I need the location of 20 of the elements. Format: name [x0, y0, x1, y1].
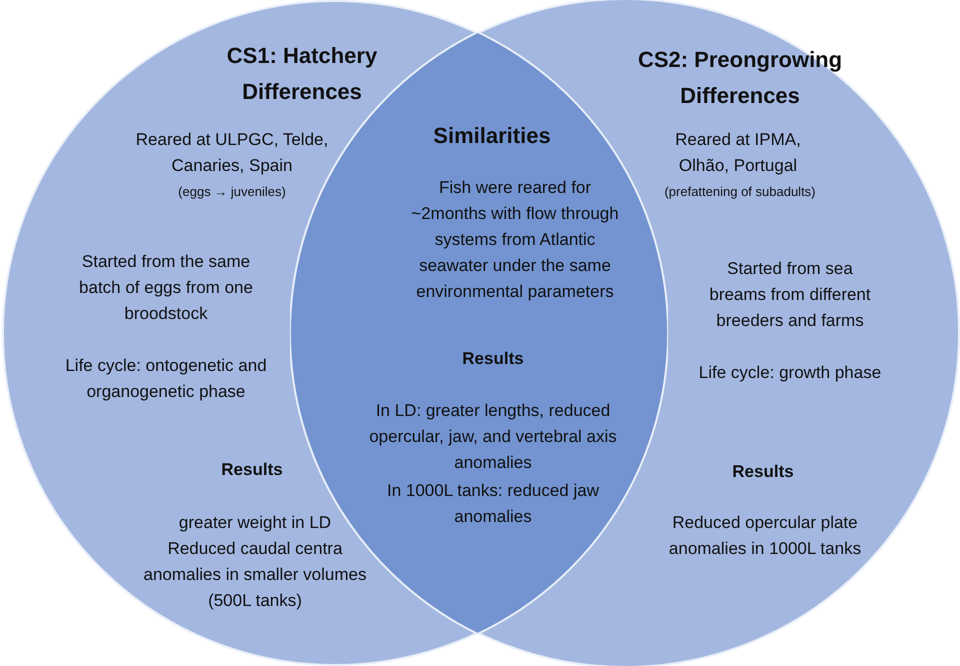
- body-text: Started from sea breams from different breeders and farms: [708, 258, 872, 332]
- body-text: Life cycle: growth phase: [698, 362, 882, 384]
- body-text: Fish were reared for ~2months with flow through systems from Atlantic seawater under the same environmental parameters: [410, 177, 620, 303]
- results-heading: Results: [731, 461, 795, 483]
- note-text: (prefattening of subadults): [663, 183, 817, 201]
- set-heading: CS2: Preongrowing Differences: [636, 46, 844, 110]
- body-text: Life cycle: ontogenetic and organogenetic phase: [64, 355, 268, 403]
- set-heading: CS1: Hatchery Differences: [226, 42, 378, 106]
- body-text: Started from the same batch of eggs from one broodstock: [78, 251, 254, 325]
- body-text: Reared at ULPGC, Telde, Canaries, Spain: [134, 129, 330, 177]
- body-text: Reared at IPMA, Olhão, Portugal: [674, 129, 802, 177]
- results-heading: Results: [461, 348, 525, 370]
- results-heading: Results: [220, 459, 284, 481]
- body-text: In LD: greater lengths, reduced opercular, jaw, and vertebral axis anomalies: [368, 400, 618, 474]
- body-text: Reduced caudal centra anomalies in smaller volumes (500L tanks): [142, 538, 368, 612]
- set-heading: Similarities: [432, 122, 552, 150]
- body-text: In 1000L tanks: reduced jaw anomalies: [386, 480, 600, 528]
- note-text: (eggs → juveniles): [177, 183, 287, 201]
- body-text: greater weight in LD: [178, 512, 332, 534]
- body-text: Reduced opercular plate anomalies in 1000L tanks: [668, 512, 862, 560]
